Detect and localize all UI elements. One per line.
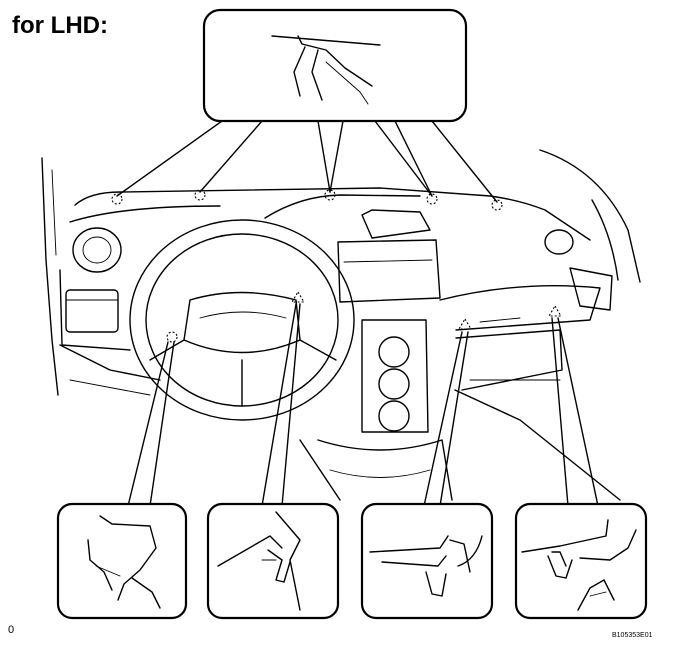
- clip-markers-triangle: [291, 290, 562, 330]
- top-leader-lines: [116, 120, 498, 203]
- clip-marker-triangle-icon: [291, 290, 305, 303]
- bottom-detail-callout-1: [56, 502, 188, 620]
- top-detail-clip-right: [311, 49, 323, 101]
- clip-marker-triangle-icon: [458, 317, 472, 330]
- clip-marker-circle-icon: [194, 189, 206, 201]
- top-detail-inner: [325, 61, 369, 105]
- top-detail-clip-left: [293, 46, 306, 97]
- clip-marker-circle-icon: [491, 199, 503, 211]
- clip-marker-circle-icon: [324, 189, 336, 201]
- clip-marker-circle-icon: [166, 331, 178, 343]
- bottom-detail-callout-3: [360, 502, 494, 620]
- bottom-leader-lines: [127, 303, 599, 507]
- top-detail-panel: [297, 35, 373, 87]
- clip-marker-circle-icon: [426, 193, 438, 205]
- top-detail-edge: [271, 35, 381, 46]
- clip-marker-triangle-icon: [548, 304, 562, 317]
- bottom-detail-frame-2: [206, 502, 340, 620]
- top-detail-frame: [202, 8, 468, 123]
- figure-code-label: B105353E01: [612, 632, 653, 639]
- dashboard-body: [41, 149, 641, 501]
- page-number-label: 0: [8, 624, 15, 636]
- top-detail-callout: [202, 8, 468, 123]
- bottom-detail-frame-3: [360, 502, 494, 620]
- bottom-detail-callout-4: [514, 502, 648, 620]
- bottom-detail-callout-2: [206, 502, 340, 620]
- diagram-heading: for LHD:: [12, 12, 108, 39]
- clip-marker-circle-icon: [111, 193, 123, 205]
- bottom-detail-frame-4: [514, 502, 648, 620]
- bottom-detail-frame-1: [56, 502, 188, 620]
- clip-markers-circle: [111, 189, 503, 343]
